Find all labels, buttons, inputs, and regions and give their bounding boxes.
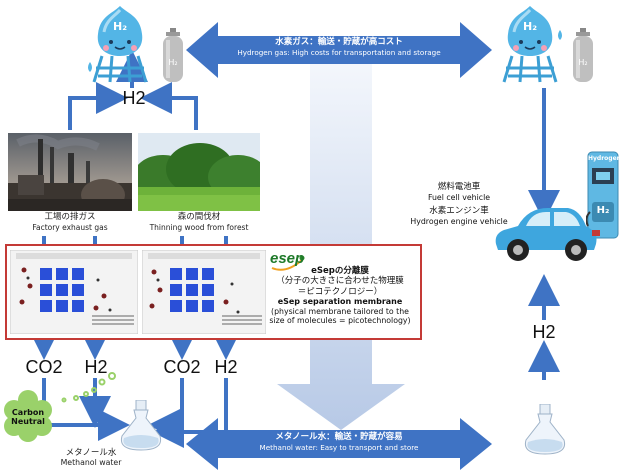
hydrogen-station-icon <box>586 151 619 239</box>
output-co2-1: CO2 <box>25 357 63 377</box>
top-arrow-label: 水素ガス：輸送・貯蔵が高コスト Hydrogen gas: High costs… <box>226 37 452 57</box>
output-h2-1: H2 <box>84 357 108 377</box>
membrane-title-jp: eSepの分離膜 <box>311 266 369 276</box>
gas-cylinder-right-icon <box>573 28 593 82</box>
tank-right-h2: H₂ <box>522 20 538 33</box>
car-icon <box>495 208 600 261</box>
membrane-desc-en-2: size of molecules = picotechnology) <box>269 316 411 326</box>
source-forest-caption: 森の間伐材 Thinning wood from forest <box>138 212 260 232</box>
source-forest-en: Thinning wood from forest <box>149 222 249 232</box>
methanol-jp: メタノール水 <box>65 448 117 458</box>
methanol-label: メタノール水 Methanol water <box>46 448 136 468</box>
carbon-neutral-label: Carbon Neutral <box>4 408 52 426</box>
membrane-desc-en-1: (physical membrane tailored to the <box>271 306 409 316</box>
vehicle-labels: 燃料電池車 Fuel cell vehicle 水素エンジン車 Hydrogen… <box>404 182 514 227</box>
h2-right-label: H2 <box>532 322 556 342</box>
hydrogen-tank-right-icon <box>502 6 562 83</box>
carbon-neutral-line2: Neutral <box>11 417 45 427</box>
methanol-flask-left-icon <box>120 400 162 451</box>
tank-left-h2: H₂ <box>112 20 128 33</box>
hydrogen-tank-left-icon <box>88 6 148 83</box>
source-factory-caption: 工場の排ガス Factory exhaust gas <box>8 212 132 232</box>
methanol-en: Methanol water <box>60 458 122 468</box>
membrane-desc-jp-2: ＝ピコテクノロジー） <box>297 286 383 297</box>
membrane-illustration-1 <box>10 250 138 334</box>
esep-logo: esep <box>268 250 308 274</box>
forest-photo <box>138 133 260 211</box>
source-forest-jp: 森の間伐材 <box>177 212 221 222</box>
top-arrow-en: Hydrogen gas: High costs for transportat… <box>237 47 441 57</box>
station-badge: H₂ <box>596 205 610 216</box>
gas-cylinder-left-icon <box>163 28 183 82</box>
bottom-double-arrow <box>186 418 492 470</box>
bubbles-decoration <box>61 372 116 403</box>
esep-logo-text: esep <box>270 250 305 267</box>
carbon-neutral-line1: Carbon <box>11 408 45 417</box>
bottom-arrow-label: メタノール水：輸送・貯蔵が容易 Methanol water: Easy to … <box>226 432 452 452</box>
membrane-desc-jp-1: （分子の大きさに合わせた物理膜 <box>276 276 404 287</box>
source-factory-en: Factory exhaust gas <box>32 222 108 232</box>
membrane-title-en: eSep separation membrane <box>277 297 403 307</box>
methanol-flask-right-icon <box>524 404 566 455</box>
cylinder-left-h2: H₂ <box>168 58 178 67</box>
h2-top-label: H2 <box>122 88 146 108</box>
vehicle-jp-2: 水素エンジン車 <box>429 206 489 217</box>
factory-photo <box>8 133 132 211</box>
bottom-arrow-en: Methanol water: Easy to transport and st… <box>259 442 419 452</box>
cylinder-right-h2: H₂ <box>578 58 588 67</box>
bottom-arrow-jp: メタノール水：輸送・貯蔵が容易 <box>275 432 403 442</box>
carbon-neutral-cloud-icon <box>4 390 52 442</box>
vehicle-en-2: Hydrogen engine vehicle <box>410 217 508 227</box>
output-h2-2: H2 <box>214 357 238 377</box>
top-double-arrow <box>186 22 492 78</box>
top-arrow-jp: 水素ガス：輸送・貯蔵が高コスト <box>275 37 403 47</box>
output-co2-2: CO2 <box>163 357 201 377</box>
vehicle-jp-1: 燃料電池車 <box>437 182 481 192</box>
vehicle-en-1: Fuel cell vehicle <box>427 193 491 203</box>
station-label: Hydrogen <box>588 155 621 162</box>
membrane-illustration-2 <box>142 250 266 334</box>
source-factory-jp: 工場の排ガス <box>44 212 96 222</box>
membrane-description: eSepの分離膜 （分子の大きさに合わせた物理膜 ＝ピコテクノロジー） eSep… <box>262 266 418 326</box>
